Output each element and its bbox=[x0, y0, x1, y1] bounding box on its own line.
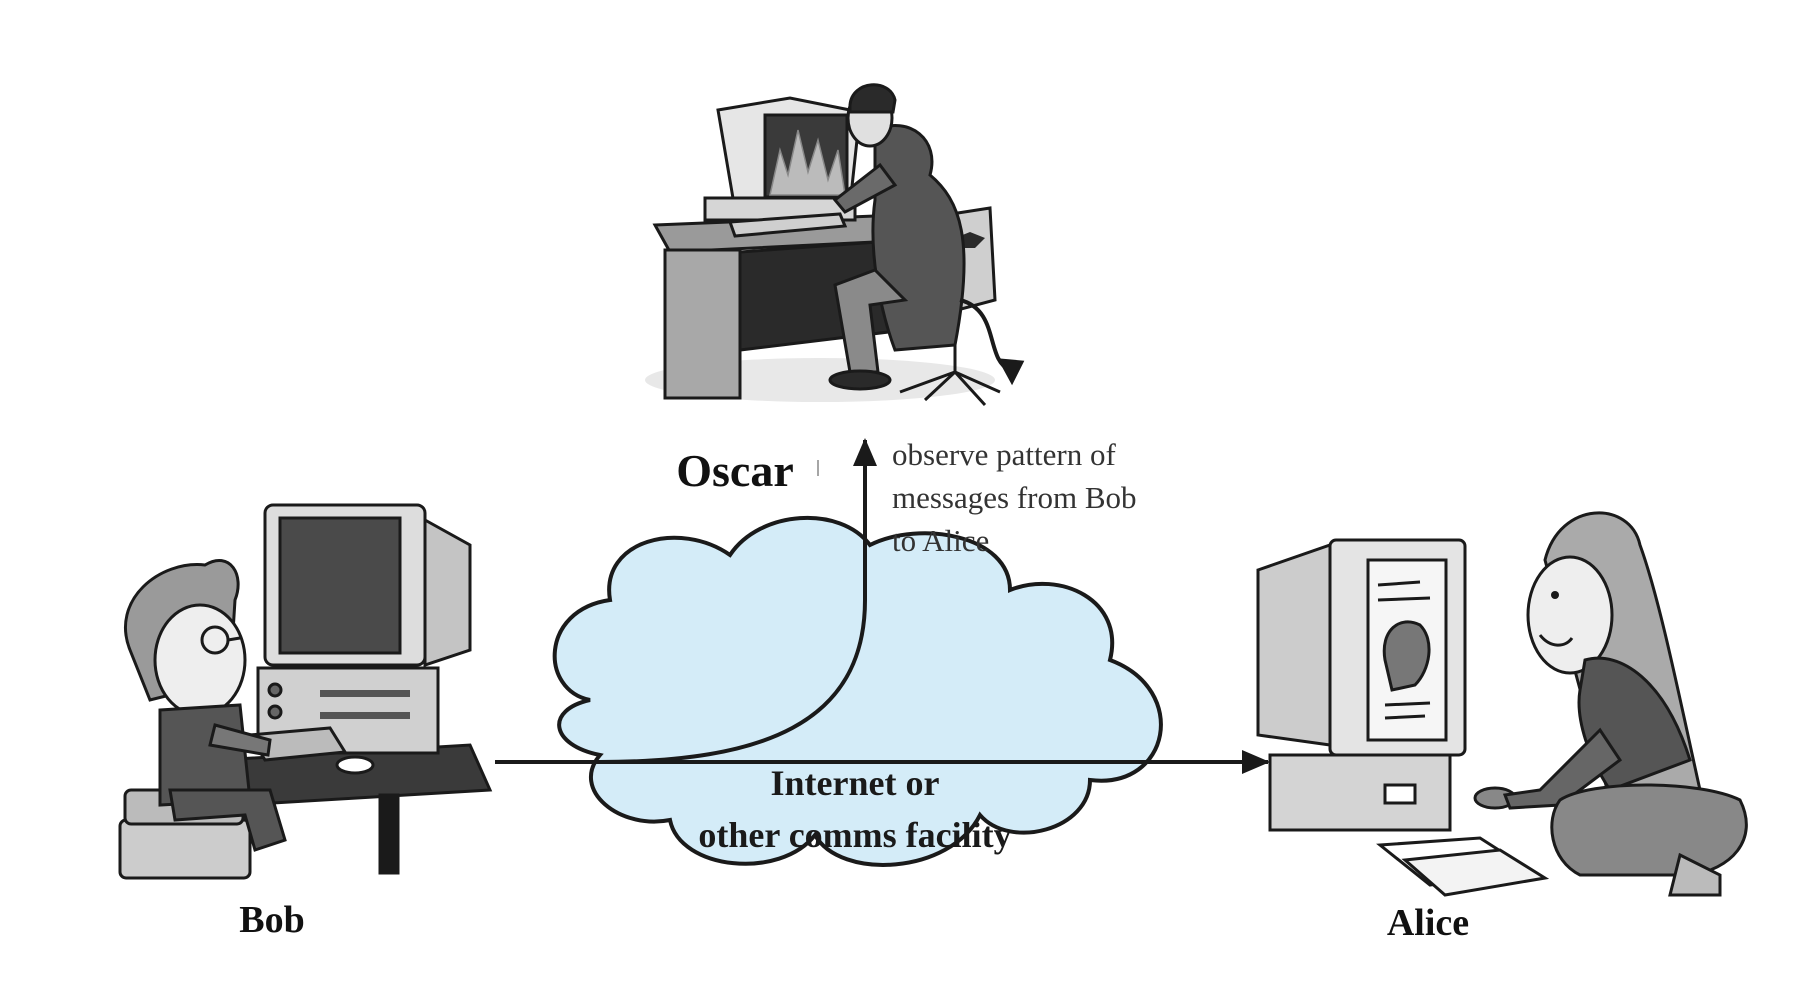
alice-label: Alice bbox=[1387, 902, 1469, 944]
bob-figure: Bob bbox=[118, 503, 493, 941]
villain-at-computer-icon bbox=[645, 83, 1025, 407]
bob-label: Bob bbox=[239, 899, 304, 941]
annotation-line-1: observe pattern of bbox=[892, 437, 1116, 472]
alice-figure: Alice bbox=[1256, 511, 1748, 944]
observe-annotation: observe pattern of messages from Bob to … bbox=[892, 437, 1137, 558]
annotation-line-3: to Alice bbox=[892, 523, 989, 558]
network-cloud: Internet or other comms facility bbox=[552, 515, 1163, 867]
alice-computer-icon bbox=[1256, 538, 1550, 897]
network-label-line-2: other comms facility bbox=[698, 815, 1011, 855]
person-at-computer-icon bbox=[123, 558, 287, 852]
oscar-figure: Oscar bbox=[645, 83, 1025, 496]
oscar-observe-arrow bbox=[599, 438, 877, 764]
annotation-line-2: messages from Bob bbox=[892, 480, 1137, 515]
person-at-computer-icon bbox=[1502, 511, 1748, 897]
cloud-icon bbox=[552, 515, 1163, 867]
oscar-label: Oscar bbox=[676, 445, 794, 496]
network-label-line-1: Internet or bbox=[771, 763, 940, 803]
message-flow bbox=[495, 438, 1270, 774]
